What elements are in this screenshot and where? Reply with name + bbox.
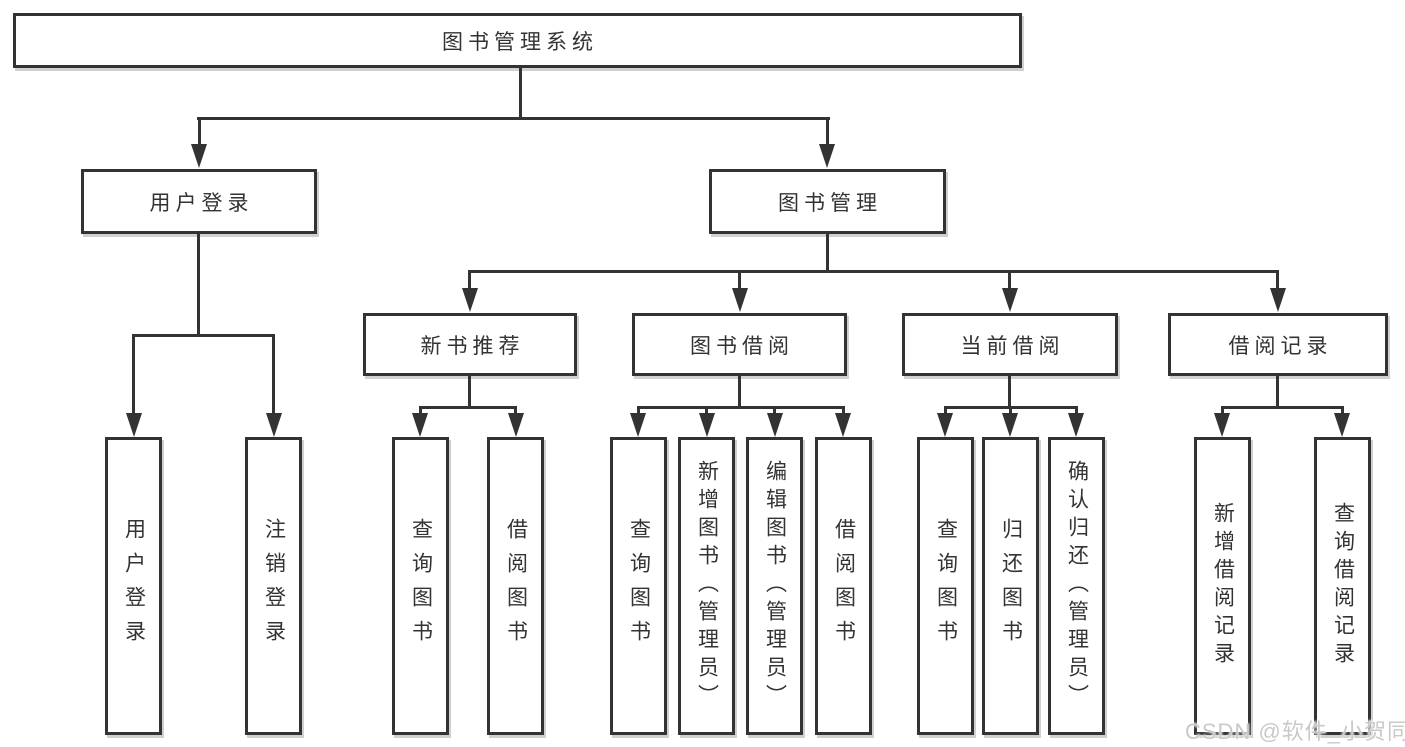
- tree-leaf-edit-books-admin: 编辑图书（管理员）: [746, 437, 803, 735]
- tree-leaf-borrow-books: 借阅图书: [487, 437, 544, 735]
- connector-line: [738, 376, 741, 409]
- connector-line: [272, 336, 275, 414]
- arrow-down-icon: [819, 144, 835, 168]
- connector-line: [198, 119, 201, 146]
- tree-node-label: 借阅记录: [1228, 334, 1333, 358]
- connector-line: [419, 406, 517, 409]
- connector-line: [773, 408, 776, 415]
- connector-line: [944, 408, 947, 415]
- arrow-down-icon: [412, 413, 428, 437]
- tree-node-label: 图书借阅: [690, 334, 794, 358]
- connector-line: [1009, 408, 1012, 415]
- connector-line: [468, 270, 1279, 273]
- arrow-down-icon: [630, 413, 646, 437]
- tree-node-label: 借阅图书: [832, 518, 856, 654]
- tree-node-label: 新增借阅记录: [1211, 502, 1235, 670]
- tree-node-label: 新增图书（管理员）: [695, 460, 719, 712]
- connector-line: [637, 406, 845, 409]
- connector-line: [826, 234, 829, 272]
- tree-node-new-book-recommend: 新书推荐: [363, 313, 577, 376]
- arrow-down-icon: [126, 413, 142, 437]
- tree-node-book-management: 图书管理: [709, 169, 946, 234]
- tree-node-label: 查询图书: [409, 518, 433, 654]
- tree-leaf-user-login: 用户登录: [105, 437, 162, 735]
- arrow-down-icon: [462, 288, 478, 312]
- arrow-down-icon: [1334, 413, 1350, 437]
- arrow-down-icon: [191, 144, 207, 168]
- arrow-down-icon: [1002, 413, 1018, 437]
- connector-line: [1008, 272, 1011, 290]
- tree-node-label: 新书推荐: [420, 334, 525, 358]
- connector-line: [826, 119, 829, 146]
- connector-line: [132, 334, 275, 337]
- connector-line: [705, 408, 708, 415]
- tree-leaf-query-books: 查询图书: [917, 437, 974, 735]
- connector-line: [738, 272, 741, 290]
- tree-leaf-query-books: 查询图书: [610, 437, 667, 735]
- tree-leaf-query-books: 查询图书: [392, 437, 449, 735]
- arrow-down-icon: [732, 288, 748, 312]
- connector-line: [1221, 406, 1344, 409]
- arrow-down-icon: [1068, 413, 1084, 437]
- tree-node-current-borrow: 当前借阅: [902, 313, 1118, 376]
- arrow-down-icon: [266, 413, 282, 437]
- connector-line: [1008, 376, 1011, 409]
- tree-node-label: 查询借阅记录: [1331, 502, 1355, 670]
- connector-line: [468, 376, 471, 408]
- arrow-down-icon: [1002, 288, 1018, 312]
- arrow-down-icon: [937, 413, 953, 437]
- connector-line: [1276, 272, 1279, 290]
- connector-line: [132, 336, 135, 414]
- tree-node-label: 图书管理系统: [442, 30, 598, 54]
- tree-leaf-add-borrow-record: 新增借阅记录: [1194, 437, 1251, 735]
- connector-line: [514, 408, 517, 415]
- connector-line: [468, 272, 471, 290]
- tree-leaf-borrow-books: 借阅图书: [815, 437, 872, 735]
- connector-line: [1075, 408, 1078, 415]
- connector-line: [1341, 408, 1344, 415]
- arrow-down-icon: [1214, 413, 1230, 437]
- connector-line: [944, 406, 1078, 409]
- arrow-down-icon: [508, 413, 524, 437]
- connector-line: [842, 408, 845, 415]
- tree-node-label: 编辑图书（管理员）: [763, 460, 787, 712]
- tree-node-user-login: 用户登录: [81, 169, 317, 234]
- arrow-down-icon: [767, 413, 783, 437]
- tree-leaf-return-books: 归还图书: [982, 437, 1039, 735]
- connector-line: [519, 68, 522, 119]
- tree-node-label: 查询图书: [934, 518, 958, 654]
- tree-node-label: 用户登录: [149, 191, 254, 215]
- tree-node-label: 当前借阅: [960, 334, 1065, 358]
- connector-line: [197, 117, 830, 120]
- tree-leaf-add-books-admin: 新增图书（管理员）: [678, 437, 735, 735]
- tree-node-label: 查询图书: [627, 518, 651, 654]
- arrow-down-icon: [835, 413, 851, 437]
- tree-node-borrow-records: 借阅记录: [1168, 313, 1388, 376]
- csdn-watermark: CSDN @软件_小贺同学: [1185, 719, 1405, 744]
- tree-node-label: 借阅图书: [504, 518, 528, 654]
- tree-node-label: 归还图书: [999, 518, 1023, 654]
- tree-node-label: 注销登录: [262, 518, 286, 654]
- tree-node-label: 用户登录: [122, 518, 146, 654]
- connector-line: [637, 408, 640, 415]
- connector-line: [1276, 376, 1279, 409]
- tree-leaf-confirm-return-admin: 确认归还（管理员）: [1048, 437, 1105, 735]
- tree-leaf-logout: 注销登录: [245, 437, 302, 735]
- tree-node-label: 确认归还（管理员）: [1065, 460, 1089, 712]
- connector-line: [1221, 408, 1224, 415]
- connector-line: [419, 408, 422, 415]
- tree-node-label: 图书管理: [778, 191, 882, 215]
- connector-line: [197, 234, 200, 336]
- arrow-down-icon: [1270, 288, 1286, 312]
- tree-node-root: 图书管理系统: [13, 13, 1022, 68]
- tree-node-book-borrow: 图书借阅: [632, 313, 847, 376]
- tree-leaf-query-borrow-record: 查询借阅记录: [1314, 437, 1371, 735]
- arrow-down-icon: [699, 413, 715, 437]
